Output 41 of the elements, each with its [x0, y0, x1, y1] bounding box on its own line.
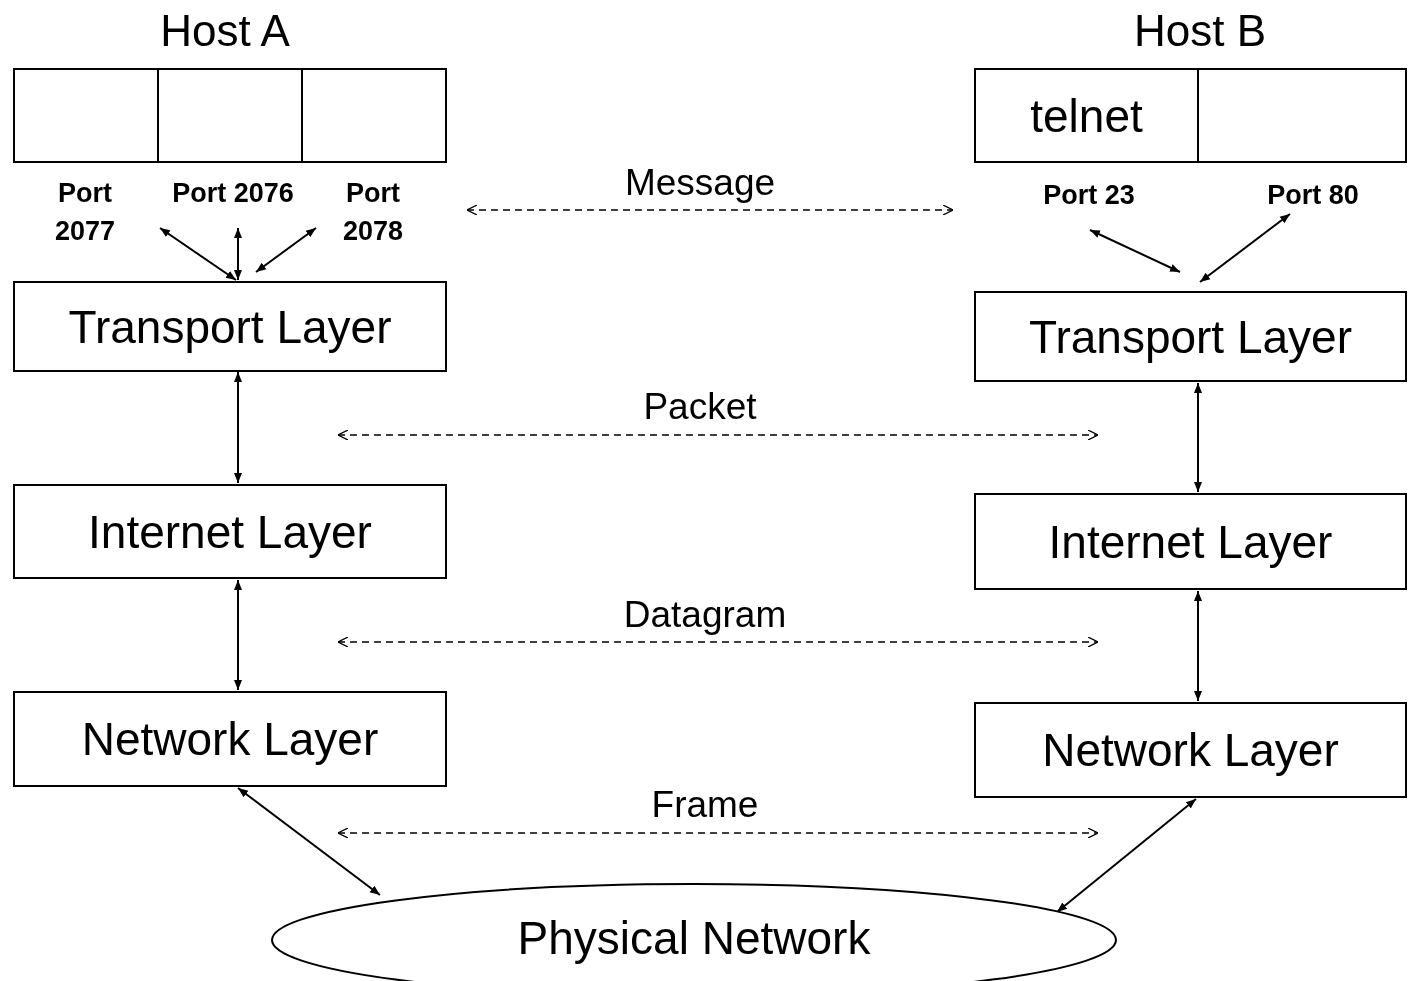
arrow: [234, 227, 242, 281]
layer-box: [974, 493, 1407, 590]
application-cell: [13, 68, 159, 163]
layer-box: [13, 484, 447, 579]
arrow: [1194, 590, 1202, 702]
layer-label: Transport Layer: [68, 299, 392, 354]
application-cell: [974, 68, 1199, 163]
arrow: [234, 579, 242, 691]
arrow: [1199, 213, 1291, 283]
application-cell: [157, 68, 303, 163]
layer-label: Internet Layer: [1048, 514, 1333, 569]
layer-box: [974, 702, 1407, 798]
arrow: [1056, 798, 1197, 913]
arrow: [159, 227, 237, 281]
arrow: [234, 371, 242, 484]
layer-label: Network Layer: [81, 712, 379, 766]
network-label: Physical Network: [516, 911, 872, 965]
application-label: telnet: [1030, 88, 1143, 143]
layer-label: Internet Layer: [88, 504, 372, 559]
message-label: Frame: [650, 784, 760, 826]
message-label: Datagram: [622, 594, 788, 636]
layer-label: Transport Layer: [1029, 309, 1352, 364]
host-title: Host B: [1132, 6, 1267, 56]
port-label: Port 2076: [160, 174, 306, 212]
layer-box: [13, 691, 447, 787]
port-label: Port 2078: [336, 174, 410, 250]
port-label: Port 80: [1248, 176, 1378, 214]
arrow: [255, 227, 317, 273]
port-label: Port 23: [1024, 176, 1154, 214]
arrow: [1089, 229, 1181, 273]
application-cell: [1197, 68, 1407, 163]
arrow: [1194, 382, 1202, 493]
application-cell: [301, 68, 447, 163]
arrow: [237, 787, 381, 896]
host-title: Host A: [159, 6, 291, 56]
layer-box: [974, 291, 1407, 382]
layer-box: [13, 281, 447, 372]
message-label: Packet: [642, 386, 758, 428]
port-label: Port 2077: [48, 174, 122, 250]
message-label: Message: [623, 162, 777, 204]
layer-label: Network Layer: [1042, 723, 1339, 777]
